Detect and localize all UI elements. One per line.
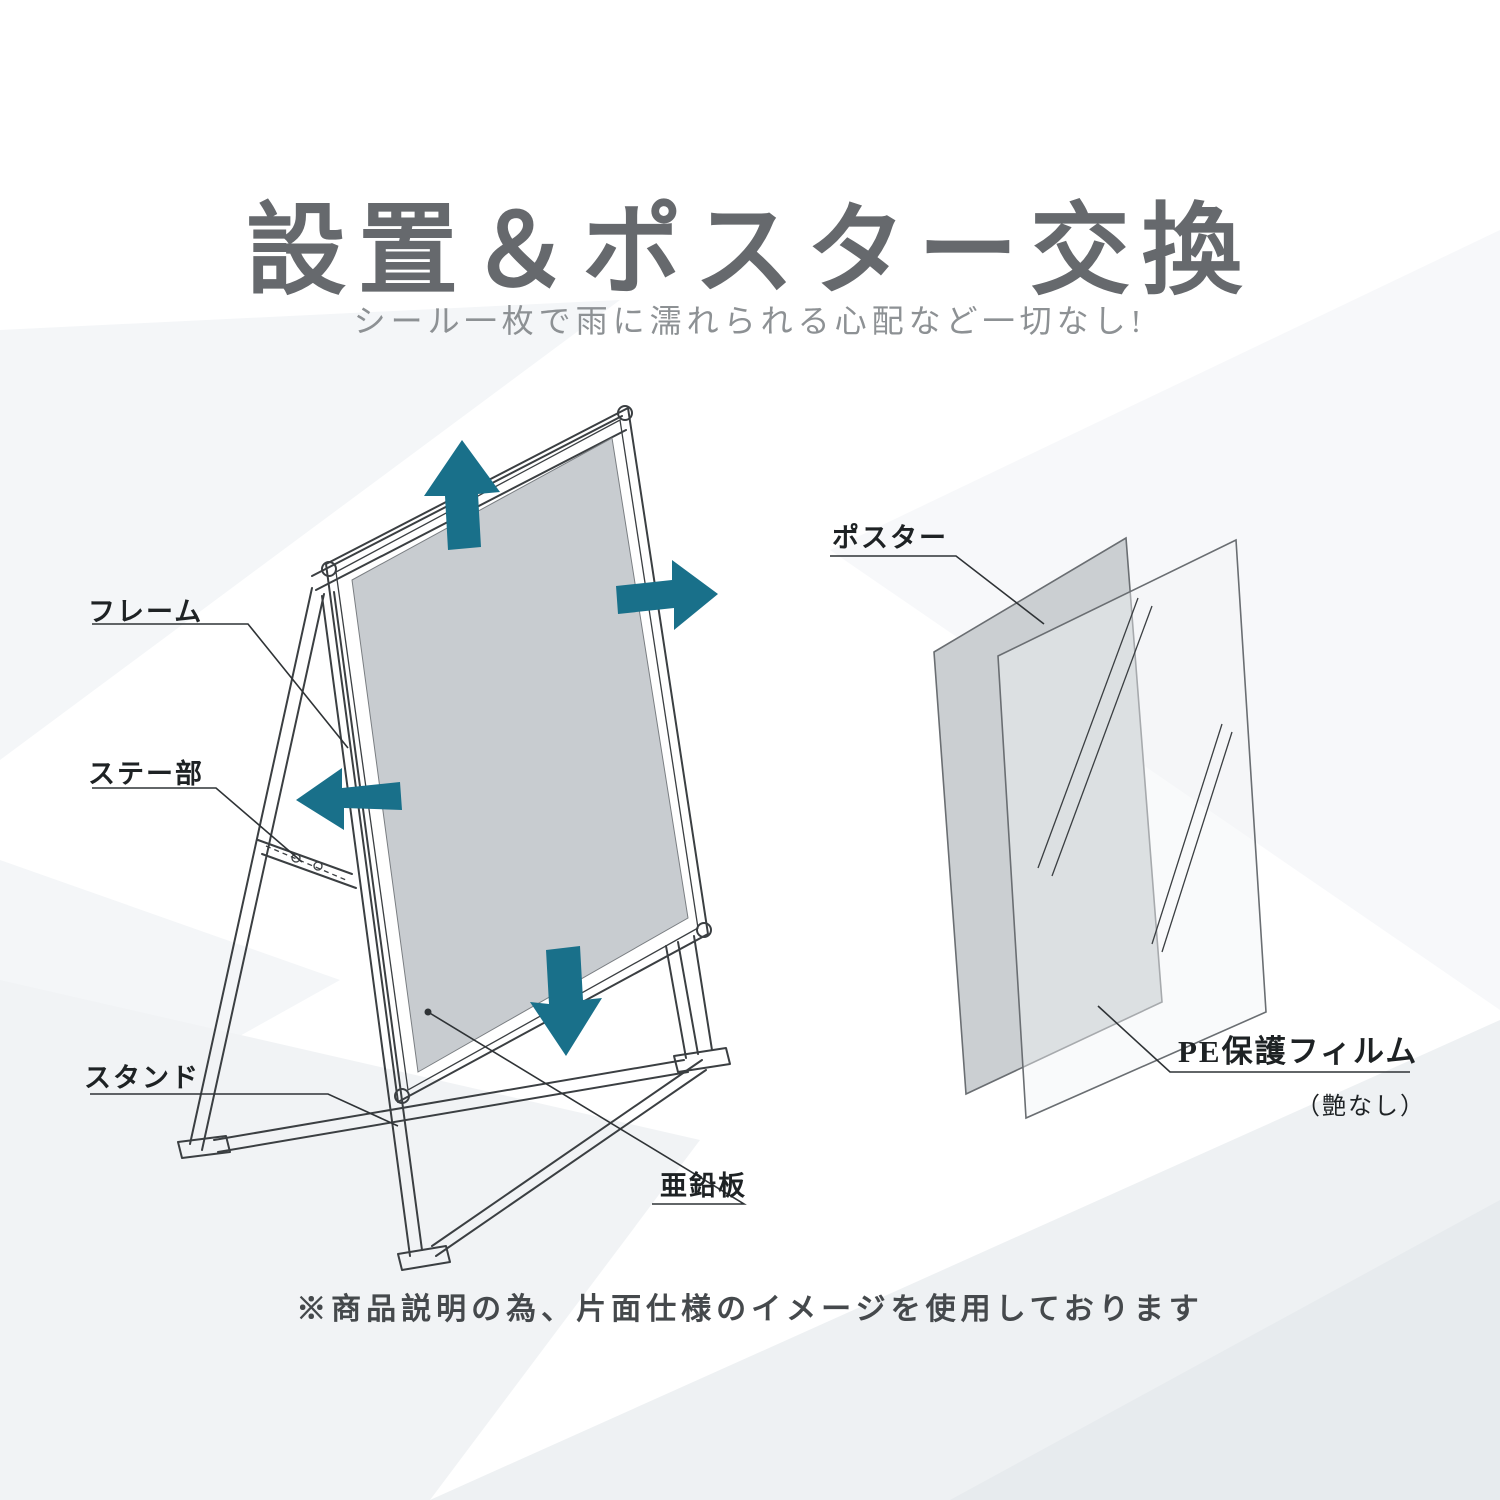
right-legs xyxy=(665,935,713,1059)
stay-bracket xyxy=(257,839,357,889)
pe-film-sheet xyxy=(997,538,1267,1120)
leader-line-poster xyxy=(830,555,1045,625)
arrow-right-icon xyxy=(616,560,718,630)
arrow-down-icon xyxy=(530,946,602,1056)
stand-label: スタンド xyxy=(84,1063,200,1093)
stay-label: ステー部 xyxy=(88,759,204,789)
poster-sheet xyxy=(933,536,1163,1096)
corner-cap-top-left xyxy=(321,561,337,577)
poster-label: ポスター xyxy=(832,523,948,553)
leader-line-zinc-plate xyxy=(427,1011,747,1205)
page-subtitle: シール一枚で雨に濡れられる心配など一切なし! xyxy=(353,303,1147,339)
foot-pads xyxy=(177,1047,731,1271)
zinc-plate-label: 亜鉛板 xyxy=(660,1171,747,1201)
rear-left-leg xyxy=(321,591,423,1257)
removal-arrows xyxy=(296,440,718,1056)
leader-lines xyxy=(90,555,1410,1205)
board-frame xyxy=(321,405,712,1104)
poster-surface xyxy=(351,437,689,1073)
frame-label: フレーム xyxy=(88,597,204,627)
arrow-up-icon xyxy=(424,440,500,550)
page-title: 設置＆ポスター交換 xyxy=(246,196,1254,307)
pe-film-label: PE保護フィルム xyxy=(1178,1034,1419,1069)
leader-line-stand xyxy=(90,1093,399,1127)
matte-note-label: （艶なし） xyxy=(1296,1094,1426,1120)
leader-line-pe-film xyxy=(1097,1005,1410,1073)
poster-and-film xyxy=(933,536,1267,1120)
bottom-crossbars xyxy=(213,1059,707,1257)
footnote: ※商品説明の為、片面仕様のイメージを使用しております xyxy=(296,1293,1204,1326)
corner-cap-bottom-left xyxy=(394,1088,410,1104)
facet-top-left xyxy=(0,300,620,760)
facet-corner-right xyxy=(950,1200,1500,1500)
corner-cap-top-right xyxy=(617,405,633,421)
film-shine-lines xyxy=(1037,597,1233,953)
arrow-left-icon xyxy=(296,768,402,830)
leader-dot-zinc-plate xyxy=(424,1008,432,1016)
a-frame-stand xyxy=(177,405,731,1271)
leader-line-frame xyxy=(92,623,349,749)
leader-line-stay xyxy=(92,787,303,863)
facet-bottom-left xyxy=(0,980,700,1500)
corner-cap-bottom-right xyxy=(696,922,712,938)
facet-top-right xyxy=(830,230,1500,1010)
front-left-leg xyxy=(189,587,325,1151)
